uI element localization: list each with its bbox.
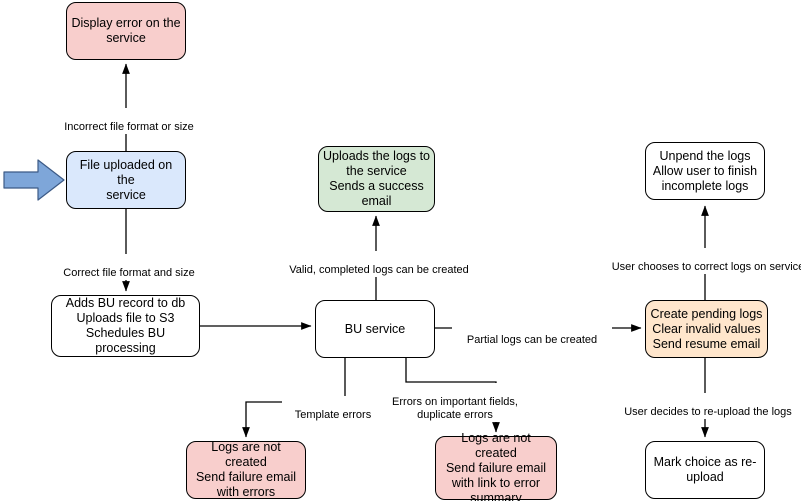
node-file-uploaded-label: File uploaded on the service [79, 157, 173, 202]
node-mark-choice-label: Mark choice as re- upload [653, 455, 757, 484]
node-logs-not-created-template[interactable]: Logs are not created Send failure email … [186, 440, 306, 499]
node-logs-not-created-template-label: Logs are not created Send failure email … [195, 440, 297, 499]
node-uploads-logs-label: Uploads the logs to the service Sends a … [323, 149, 431, 208]
node-file-uploaded[interactable]: File uploaded on the service [66, 151, 186, 209]
node-mark-choice[interactable]: Mark choice as re- upload [645, 441, 765, 499]
node-create-pending-logs[interactable]: Create pending logs Clear invalid values… [645, 300, 768, 358]
node-create-pending-logs-label: Create pending logs Clear invalid values… [650, 306, 763, 351]
node-logs-not-created-fields[interactable]: Logs are not created Send failure email … [435, 431, 557, 501]
node-adds-bu-record-label: Adds BU record to db Uploads file to S3 … [65, 296, 186, 355]
edge-label-valid-logs: Valid, completed logs can be created [256, 251, 502, 277]
node-adds-bu-record[interactable]: Adds BU record to db Uploads file to S3 … [51, 295, 200, 357]
edge-label-incorrect-format-text: Incorrect file format or size [64, 121, 194, 133]
edge-label-incorrect-format: Incorrect file format or size [0, 108, 258, 134]
edge-label-partial-logs: Partial logs can be created [452, 321, 612, 347]
edge-label-template-errors-text: Template errors [294, 409, 372, 421]
node-bu-service[interactable]: BU service [315, 300, 435, 358]
edge-label-partial-logs-text: Partial logs can be created [466, 334, 598, 346]
edge-label-correct-format: Correct file format and size [0, 254, 258, 280]
node-logs-not-created-fields-label: Logs are not created Send failure email … [445, 430, 547, 501]
node-unpend-logs-label: Unpend the logs Allow user to finish inc… [652, 148, 758, 193]
edge-label-errors-important-fields: Errors on important fields, duplicate er… [382, 383, 528, 422]
node-unpend-logs[interactable]: Unpend the logs Allow user to finish inc… [645, 142, 765, 200]
edge-label-user-reupload-text: User decides to re-upload the logs [624, 406, 792, 418]
edge-label-errors-important-fields-text: Errors on important fields, duplicate er… [392, 396, 518, 421]
edge-label-user-reupload: User decides to re-upload the logs [590, 393, 801, 419]
node-uploads-logs[interactable]: Uploads the logs to the service Sends a … [318, 146, 435, 212]
entry-block-arrow [3, 159, 65, 201]
node-display-error-label: Display error on the service [71, 16, 181, 45]
edge-label-valid-logs-text: Valid, completed logs can be created [289, 264, 469, 276]
edge-label-user-corrects: User chooses to correct logs on service [573, 248, 801, 274]
edge-label-template-errors: Template errors [282, 396, 384, 422]
node-display-error[interactable]: Display error on the service [66, 2, 186, 60]
edge-label-correct-format-text: Correct file format and size [63, 267, 195, 279]
node-bu-service-label: BU service [344, 321, 406, 336]
edge-label-user-corrects-text: User chooses to correct logs on service [611, 261, 801, 273]
